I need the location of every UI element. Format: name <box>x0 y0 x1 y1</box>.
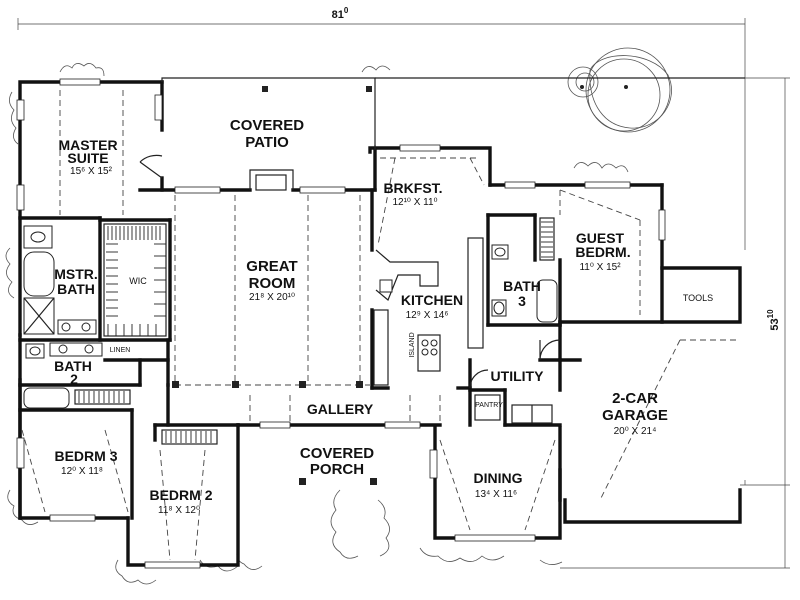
covered-porch-label-2: PORCH <box>310 461 364 478</box>
bath2-label-2: 2 <box>70 371 78 387</box>
doors <box>139 154 561 389</box>
great-room-label-2: ROOM <box>249 275 296 292</box>
linen-label: LINEN <box>110 347 131 354</box>
tree-canopy <box>567 47 672 133</box>
bath2-fixtures <box>23 342 103 409</box>
guest-bedrm-label: GUEST <box>576 230 625 246</box>
exterior-walls <box>18 80 742 567</box>
guest-bedrm-label-2: BEDRM. <box>575 244 630 260</box>
bath2-label: BATH <box>54 358 92 374</box>
kitchen-fixtures <box>373 237 484 386</box>
interior-walls <box>18 188 562 520</box>
great-room-label: GREAT <box>246 258 297 275</box>
garage-dim: 20⁰ X 21⁴ <box>614 426 657 437</box>
dashed-beams <box>21 90 740 561</box>
covered-patio-label-2: PATIO <box>245 134 289 151</box>
patio-outline <box>161 77 745 191</box>
covered-patio-label: COVERED <box>230 117 304 134</box>
guest-bedrm-dim: 11⁰ X 15² <box>579 262 621 273</box>
posts <box>172 381 377 485</box>
kitchen-label: KITCHEN <box>401 292 463 308</box>
master-bath-fixtures <box>23 225 97 335</box>
closet-hatching <box>74 217 555 445</box>
brkfst-dim: 12¹⁰ X 11⁰ <box>392 197 437 208</box>
island-label: ISLAND <box>409 332 416 357</box>
master-suite-dim: 15⁶ X 15² <box>70 166 113 177</box>
wic-shelves <box>103 223 167 337</box>
room-labels: MASTER SUITE 15⁶ X 15² COVERED PATIO GRE… <box>54 117 713 516</box>
overall-width-label: 810 <box>332 6 349 21</box>
dining-dim: 13⁴ X 11⁶ <box>475 489 517 500</box>
overall-depth-label: 5310 <box>766 309 781 331</box>
mstr-bath-label: MSTR. <box>54 266 98 282</box>
bath3-label-2: 3 <box>518 293 526 309</box>
brkfst-label: BRKFST. <box>383 180 442 196</box>
shrubs <box>5 63 629 585</box>
bedrm2-dim: 11⁸ X 12⁰ <box>158 505 200 516</box>
kitchen-dim: 12⁹ X 14⁶ <box>406 310 449 321</box>
bedrm3-dim: 12⁰ X 11⁸ <box>61 466 103 477</box>
covered-porch-label: COVERED <box>300 445 374 462</box>
garage-label-2: GARAGE <box>602 407 668 424</box>
bath3-fixtures <box>491 244 558 323</box>
tools-label: TOOLS <box>683 293 713 303</box>
master-suite-label-2: SUITE <box>67 150 108 166</box>
windows <box>16 78 666 569</box>
wic-label: WIC <box>129 276 147 286</box>
bedrm3-label: BEDRM 3 <box>54 448 117 464</box>
dining-label: DINING <box>474 470 523 486</box>
utility-label: UTILITY <box>491 368 545 384</box>
pantry-label: PANTRY <box>475 402 503 409</box>
great-room-dim: 21⁸ X 20¹⁰ <box>249 292 295 303</box>
bedrm2-label: BEDRM 2 <box>149 487 212 503</box>
bath3-label: BATH <box>503 278 541 294</box>
gallery-label: GALLERY <box>307 401 374 417</box>
mstr-bath-label-2: BATH <box>57 281 95 297</box>
utility-fixtures <box>474 394 553 424</box>
master-suite-label: MASTER <box>58 137 117 153</box>
garage-label: 2-CAR <box>612 390 658 407</box>
